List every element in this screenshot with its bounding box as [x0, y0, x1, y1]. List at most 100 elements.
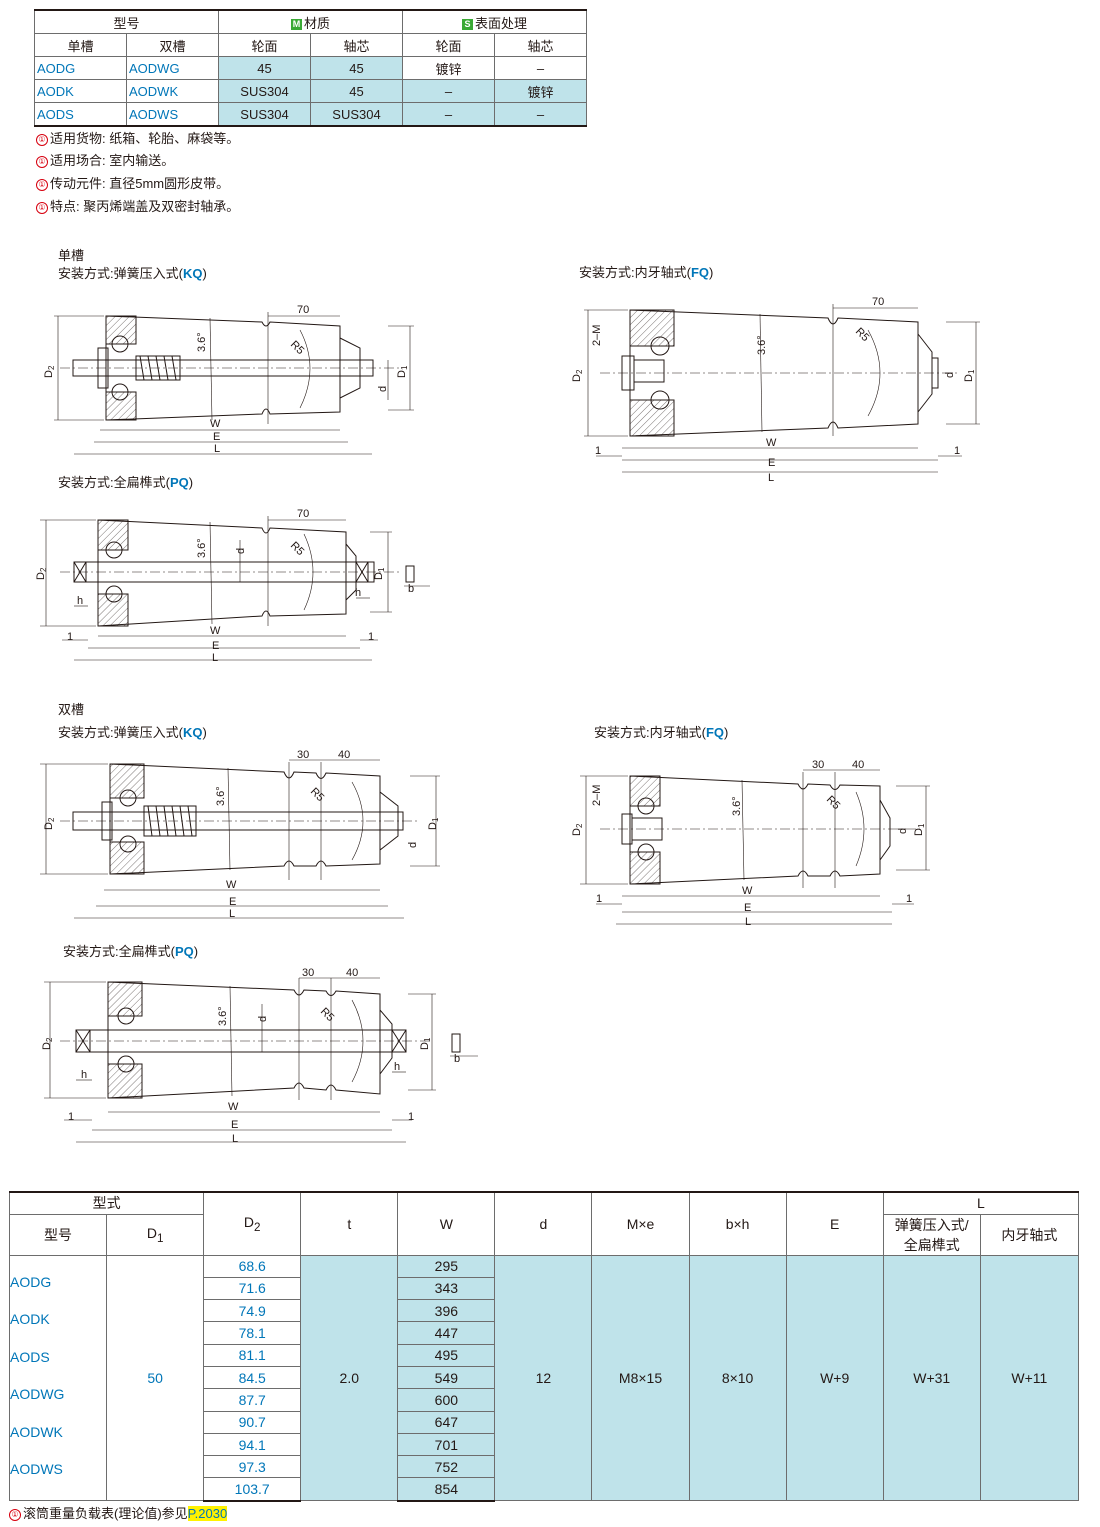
- svg-text:2–M: 2–M: [591, 785, 603, 806]
- w-value: 752: [397, 1455, 496, 1479]
- svg-text:1: 1: [67, 631, 73, 643]
- svg-text:30: 30: [297, 749, 309, 761]
- surface-wheel: –: [402, 102, 495, 127]
- svg-text:R5: R5: [288, 540, 306, 558]
- svg-text:40: 40: [346, 967, 358, 979]
- sub-shaft: 轴芯: [310, 33, 403, 57]
- svg-text:W: W: [210, 625, 221, 637]
- svg-text:1: 1: [595, 445, 601, 457]
- svg-text:R5: R5: [824, 794, 842, 812]
- bh-value: 8×10: [688, 1254, 787, 1502]
- l-kq-value: W+31: [882, 1254, 981, 1502]
- w-value: 396: [397, 1299, 496, 1323]
- model-aodwk: AODWK: [10, 1423, 63, 1440]
- svg-text:E: E: [213, 431, 220, 443]
- svg-text:W: W: [766, 437, 777, 449]
- note-mark-icon: ①: [9, 1509, 21, 1521]
- model-list: AODG AODK AODS AODWG AODWK AODWS: [8, 1254, 108, 1502]
- d2-value: 68.6: [203, 1254, 302, 1278]
- drawing-double-fq: 30 40 3.6° R5 W E L 2–M D2 D1 d 1 1: [571, 759, 930, 928]
- svg-text:D1: D1: [373, 567, 386, 580]
- svg-text:D1: D1: [963, 369, 976, 382]
- svg-text:h: h: [394, 1061, 400, 1073]
- model-single: AODK: [34, 79, 127, 103]
- sub-wheel: 轮面: [218, 33, 311, 57]
- hdr-w: W: [397, 1191, 496, 1256]
- material-shaft: 45: [310, 79, 403, 103]
- svg-text:W: W: [226, 879, 237, 891]
- svg-text:R5: R5: [288, 339, 306, 357]
- note-mark-icon: ①: [36, 202, 48, 214]
- svg-text:L: L: [768, 472, 774, 484]
- hdr-d2: D2: [203, 1191, 302, 1256]
- e-value: W+9: [785, 1254, 884, 1502]
- hdr-model: 型号: [34, 9, 219, 34]
- page-reference-link[interactable]: P.2030: [187, 1506, 228, 1521]
- table-row: AODG AODWG 45 45 镀锌 –: [34, 56, 587, 80]
- table-row: AODK AODWK SUS304 45 – 镀锌: [34, 79, 587, 103]
- model-aodg: AODG: [10, 1273, 52, 1290]
- technical-drawings: 70 3.6° R5 W E L D2 D1 d 70 3.6° R5 W: [35, 296, 980, 1145]
- w-value: 295: [397, 1254, 496, 1278]
- svg-text:1: 1: [368, 631, 374, 643]
- svg-text:L: L: [212, 652, 218, 664]
- svg-text:D1: D1: [396, 365, 409, 378]
- sub-shaft-2: 轴芯: [494, 33, 587, 57]
- svg-text:E: E: [744, 902, 751, 914]
- svg-text:d: d: [407, 842, 419, 848]
- model-aodws: AODWS: [10, 1461, 63, 1477]
- svg-text:40: 40: [852, 759, 864, 771]
- svg-text:1: 1: [906, 893, 912, 905]
- svg-text:R5: R5: [853, 326, 871, 344]
- double-fq-title: 安装方式:内牙轴式(FQ): [594, 725, 729, 740]
- svg-text:d: d: [235, 548, 247, 554]
- d2-value: 71.6: [203, 1276, 302, 1301]
- svg-text:D2: D2: [41, 1037, 54, 1050]
- svg-text:h: h: [81, 1069, 87, 1081]
- surface-shaft: 镀锌: [494, 79, 587, 103]
- svg-text:3.6°: 3.6°: [217, 1006, 229, 1026]
- svg-text:D1: D1: [427, 817, 440, 830]
- single-fq-title: 安装方式:内牙轴式(FQ): [579, 265, 714, 280]
- w-value: 701: [397, 1432, 496, 1457]
- hdr-me: M×e: [591, 1191, 690, 1256]
- svg-text:R5: R5: [318, 1006, 336, 1024]
- table-row: 71.6 343: [10, 1276, 1079, 1301]
- drawing-single-fq: 70 3.6° R5 W E L 2–M D2 D1 d 1 1: [571, 296, 980, 484]
- svg-text:3.6°: 3.6°: [196, 538, 208, 558]
- svg-text:1: 1: [954, 445, 960, 457]
- svg-text:E: E: [231, 1119, 238, 1131]
- svg-text:L: L: [232, 1133, 238, 1145]
- svg-text:E: E: [212, 640, 219, 652]
- w-value: 647: [397, 1410, 496, 1434]
- svg-text:L: L: [745, 916, 751, 928]
- sub-double: 双槽: [126, 33, 219, 57]
- model-double: AODWS: [126, 102, 219, 127]
- svg-text:D2: D2: [571, 369, 584, 382]
- d2-value: 94.1: [203, 1432, 302, 1457]
- material-wheel: SUS304: [218, 79, 311, 103]
- svg-text:30: 30: [302, 967, 314, 979]
- material-wheel: SUS304: [218, 102, 311, 127]
- model-aodwg: AODWG: [10, 1386, 65, 1402]
- svg-text:W: W: [228, 1101, 239, 1113]
- svg-text:3.6°: 3.6°: [215, 786, 227, 806]
- svg-text:L: L: [214, 443, 220, 455]
- svg-text:2–M: 2–M: [591, 325, 603, 346]
- hdr-bh: b×h: [688, 1191, 787, 1256]
- svg-text:D2: D2: [43, 365, 56, 378]
- svg-text:d: d: [897, 828, 909, 834]
- surface-wheel: 镀锌: [402, 56, 495, 80]
- me-value: M8×15: [591, 1254, 690, 1502]
- hdr-l-fq: 内牙轴式: [979, 1213, 1080, 1256]
- w-value: 343: [397, 1276, 496, 1301]
- sub-wheel-2: 轮面: [402, 33, 495, 57]
